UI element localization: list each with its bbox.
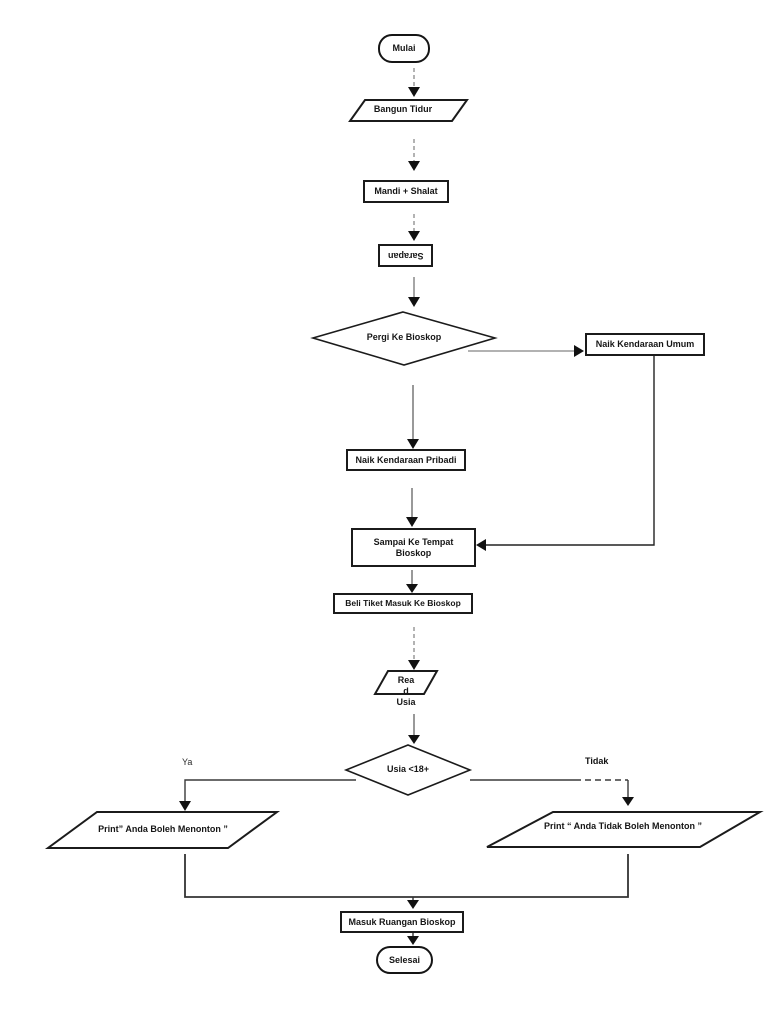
node-naik-kendaraan-umum-label: Naik Kendaraan Umum xyxy=(595,339,695,349)
read-usia-line2: d xyxy=(403,686,409,696)
io-shape-bangun-tidur xyxy=(348,99,469,122)
node-sampai-ke-tempat-bioskop: Sampai Ke Tempat Bioskop xyxy=(351,528,476,567)
node-selesai-label: Selesai xyxy=(388,954,421,965)
edge-beli-to-read xyxy=(408,627,420,670)
edge-pergi-to-pribadi xyxy=(407,385,419,449)
node-beli-tiket: Beli Tiket Masuk Ke Bioskop xyxy=(333,593,473,614)
node-read-usia-label: Rea d Usia xyxy=(381,675,431,708)
edge-bangun-to-mandi xyxy=(408,139,420,171)
edge-label-tidak: Tidak xyxy=(585,756,609,766)
edge-sampai-to-beli xyxy=(406,570,418,593)
node-mulai: Mulai xyxy=(378,34,430,63)
edge-sarapan-to-pergi xyxy=(408,277,420,307)
node-naik-kendaraan-umum: Naik Kendaraan Umum xyxy=(585,333,705,356)
io-shape-print-tidak-boleh xyxy=(486,811,764,848)
node-mandi-shalat: Mandi + Shalat xyxy=(363,180,449,203)
node-selesai: Selesai xyxy=(376,946,433,974)
node-naik-kendaraan-pribadi: Naik Kendaraan Pribadi xyxy=(346,449,466,471)
node-pergi-ke-bioskop-label: Pergi Ke Bioskop xyxy=(366,332,442,342)
read-usia-line3: Usia xyxy=(396,697,416,707)
decision-shape-usia xyxy=(343,744,473,796)
edge-pribadi-to-sampai xyxy=(406,488,418,527)
node-mandi-shalat-label: Mandi + Shalat xyxy=(374,186,438,196)
node-mulai-label: Mulai xyxy=(392,43,416,53)
node-sarapan-label: Sarapan xyxy=(387,251,424,261)
edge-merge-to-masuk xyxy=(184,854,629,909)
edge-mandi-to-sarapan xyxy=(408,214,420,241)
edge-usia-ya xyxy=(179,779,356,811)
io-shape-print-boleh xyxy=(44,811,281,849)
edge-umum-to-sampai xyxy=(476,356,655,551)
node-bangun-tidur-label: Bangun Tidur xyxy=(373,104,433,114)
edge-masuk-to-selesai xyxy=(407,933,419,945)
io-shape-read-usia xyxy=(373,670,439,695)
edge-read-to-usia xyxy=(408,714,420,744)
node-sampai-ke-tempat-bioskop-label: Sampai Ke Tempat Bioskop xyxy=(373,536,454,558)
node-sarapan: Sarapan xyxy=(378,244,433,267)
edge-label-ya: Ya xyxy=(182,757,193,767)
node-print-tidak-boleh-label: Print “ Anda Tidak Boleh Menonton ” xyxy=(543,821,702,831)
node-print-boleh-label: Print” Anda Boleh Menonton ” xyxy=(98,824,228,834)
edge-usia-tidak xyxy=(470,779,634,806)
node-usia-decision-label: Usia <18+ xyxy=(386,764,430,774)
edge-pergi-to-umum xyxy=(468,345,584,357)
node-naik-kendaraan-pribadi-label: Naik Kendaraan Pribadi xyxy=(355,454,457,465)
decision-shape-pergi-ke-bioskop xyxy=(310,311,498,366)
node-masuk-ruangan-label: Masuk Ruangan Bioskop xyxy=(348,916,456,927)
node-masuk-ruangan: Masuk Ruangan Bioskop xyxy=(340,911,464,933)
read-usia-line1: Rea xyxy=(397,675,415,685)
node-beli-tiket-label: Beli Tiket Masuk Ke Bioskop xyxy=(345,598,461,608)
edge-mulai-to-bangun xyxy=(408,68,420,97)
